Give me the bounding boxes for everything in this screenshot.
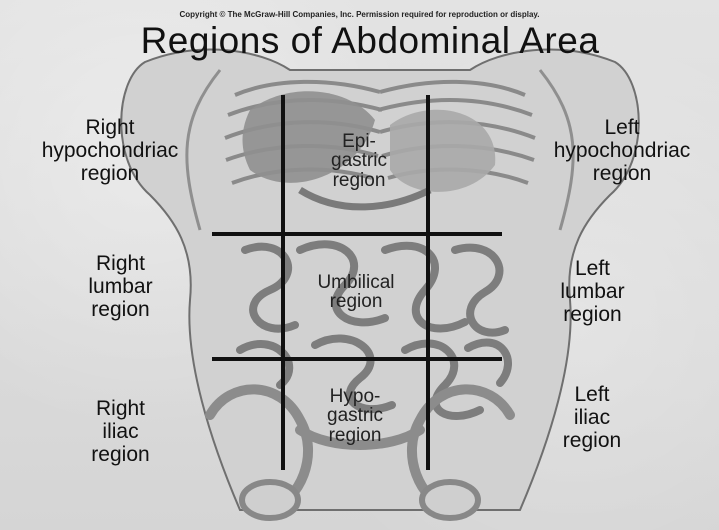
copyright-notice: Copyright © The McGraw-Hill Companies, I… (0, 10, 719, 19)
right-lumbar-region-label: Right lumbar region (58, 252, 183, 321)
left-iliac-region-label: Left iliac region (532, 383, 652, 452)
right-hypochondriac-region-label: Right hypochondriac region (10, 116, 210, 185)
right-iliac-region-label: Right iliac region (58, 397, 183, 466)
hypogastric-region-label: Hypo- gastric region (300, 387, 410, 445)
left-lumbar-region-label: Left lumbar region (530, 257, 655, 326)
page-title: Regions of Abdominal Area (0, 20, 719, 62)
umbilical-region-label: Umbilical region (286, 273, 426, 312)
left-hypochondriac-region-label: Left hypochondriac region (522, 116, 719, 185)
epigastric-region-label: Epi- gastric region (304, 132, 414, 190)
